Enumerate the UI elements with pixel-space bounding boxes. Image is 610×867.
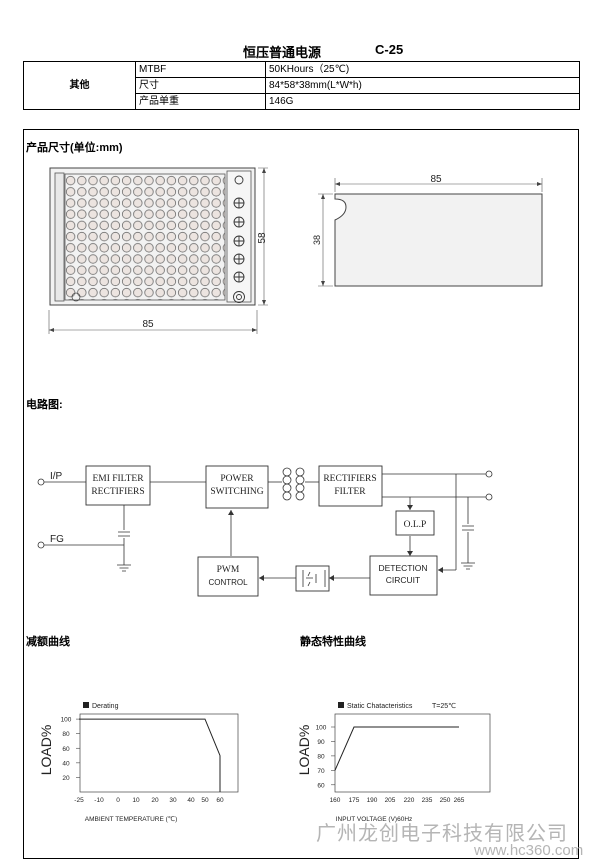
plot-frame [334, 713, 491, 793]
circuit-section-title: 电路图: [26, 399, 63, 411]
static-chart: Static Chatacteristics T=25℃ LOAD% INPUT… [296, 702, 491, 823]
site-watermark: www.hc360.com [474, 842, 584, 859]
front-view [48, 167, 268, 334]
table-row: 其他 MTBF 50KHours（25℃) [23, 61, 580, 110]
y-tick-label: 60 [317, 782, 325, 789]
psw-label-line2: SWITCHING [210, 487, 263, 497]
dimension-drawings: 85 58 85 38 [48, 167, 543, 334]
x-tick-label: -10 [94, 797, 104, 804]
spec-category: 其他 [23, 61, 136, 110]
static-section-title: 静态特性曲线 [300, 636, 366, 648]
y-tick-label: 100 [61, 717, 72, 724]
y-tick-label: 60 [62, 746, 70, 753]
x-tick-label: 175 [349, 797, 360, 804]
y-axis-label: LOAD% [296, 725, 312, 776]
dimensions-section-title: 产品尺寸(单位:mm) [26, 142, 123, 154]
side-height-label: 38 [312, 235, 322, 245]
x-tick-label: 190 [367, 797, 378, 804]
front-width-label: 85 [142, 319, 154, 330]
olp-block [395, 510, 435, 536]
spec-table: 其他 MTBF 50KHours（25℃) 尺寸 84*58*38mm(L*W*… [23, 61, 580, 110]
rect-label-line1: RECTIFIERS [323, 474, 376, 484]
detection-label-line2: CIRCUIT [386, 575, 420, 585]
plot-frame [79, 713, 239, 793]
derating-section-title: 减额曲线 [26, 636, 70, 648]
x-tick-label: 220 [404, 797, 415, 804]
derating-chart: Derating LOAD% AMBIENT TEMPERATURE (℃) 2… [38, 702, 239, 823]
derating-series-line [79, 718, 221, 756]
detection-label-line1: DETECTION [378, 563, 427, 573]
pwm-label-line2: CONTROL [208, 578, 248, 587]
y-tick-label: 100 [316, 725, 327, 732]
x-tick-label: 235 [422, 797, 433, 804]
x-tick-label: 30 [169, 797, 177, 804]
side-view [318, 178, 543, 287]
psw-label-line1: POWER [220, 474, 254, 484]
spec-value: 146G [265, 93, 580, 110]
x-tick-label: 0 [116, 797, 120, 804]
detection-circuit-block [369, 555, 438, 596]
static-series-line [334, 726, 459, 771]
power-switching-block [205, 465, 269, 509]
rectifiers-filter-block [318, 465, 383, 507]
pwm-control-block [197, 556, 259, 597]
emi-filter-block [85, 465, 151, 506]
front-height-label: 58 [257, 232, 268, 244]
y-axis-label: LOAD% [38, 725, 54, 776]
legend-swatch [83, 702, 89, 708]
y-tick-label: 80 [62, 731, 70, 738]
table-row: 尺寸 84*58*38mm(L*W*h) [24, 77, 580, 94]
circuit-diagram: I/P FG EMI FILTER RECTIFIERS POWER SWITC… [37, 465, 493, 597]
x-tick-label: 20 [151, 797, 159, 804]
y-tick-label: 90 [317, 739, 325, 746]
product-title: 恒压普通电源 [243, 45, 322, 60]
temp-note: T=25℃ [432, 703, 456, 710]
olp-label: O.L.P [404, 520, 427, 530]
y-tick-label: 20 [62, 775, 70, 782]
tick-labels: 20 40 60 80 100 -25 -10 0 10 20 30 40 50 60 [61, 717, 224, 804]
x-tick-label: 50 [201, 797, 209, 804]
x-tick-label: -25 [74, 797, 84, 804]
optocoupler-block [295, 565, 330, 592]
side-width-label: 85 [430, 174, 442, 185]
y-tick-label: 80 [317, 753, 325, 760]
company-watermark: 广州龙创电子科技有限公司 [316, 823, 568, 845]
legend-swatch [338, 702, 344, 708]
drawing-frame [23, 129, 579, 859]
x-axis-label: AMBIENT TEMPERATURE (℃) [85, 815, 178, 823]
ip-label: I/P [50, 471, 63, 482]
emi-label-line2: RECTIFIERS [91, 487, 144, 497]
rect-label-line2: FILTER [334, 487, 366, 497]
x-tick-label: 250 [440, 797, 451, 804]
x-tick-label: 40 [187, 797, 195, 804]
optocoupler-icon [302, 570, 326, 587]
x-axis-label: INPUT VOLTAGE (V)60Hz [336, 816, 413, 823]
x-tick-label: 160 [330, 797, 341, 804]
fg-label: FG [50, 534, 64, 545]
x-tick-label: 10 [132, 797, 140, 804]
x-tick-label: 265 [454, 797, 465, 804]
model-number: C-25 [375, 42, 404, 57]
emi-label-line1: EMI FILTER [92, 474, 144, 484]
x-tick-label: 60 [216, 797, 224, 804]
legend-label: Derating [92, 703, 119, 710]
x-tick-label: 205 [385, 797, 396, 804]
legend-label: Static Chatacteristics [347, 703, 413, 710]
y-tick-label: 40 [62, 760, 70, 767]
pwm-label-line1: PWM [217, 565, 240, 575]
table-row: 产品单重 146G [24, 93, 580, 110]
y-tick-label: 70 [317, 768, 325, 775]
